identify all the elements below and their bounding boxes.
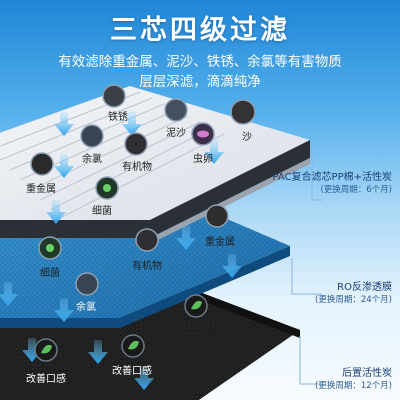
ro-layer-period: (更换周期：24个月) xyxy=(315,295,392,305)
label-ro-heavy-metal: 重金属 xyxy=(205,237,235,248)
label-heavy-metal: 重金属 xyxy=(26,184,56,195)
chlorine-icon xyxy=(80,124,104,148)
ro-organic-icon xyxy=(135,228,159,252)
heavy-metal-icon xyxy=(30,152,54,176)
ro-chlorine-icon xyxy=(75,272,99,296)
rust-icon xyxy=(102,84,126,108)
label-bacteria: 细菌 xyxy=(92,206,112,217)
sediment-icon xyxy=(230,99,256,125)
label-sediment: 沙 xyxy=(242,132,252,143)
post-carbon-layer-label: 后置活性炭 (更换周期：12个月) xyxy=(315,364,392,391)
ro-layer-label: RO反渗透膜 (更换周期：24个月) xyxy=(315,278,392,305)
label-worm-egg: 虫卵 xyxy=(193,154,213,165)
page-title: 三芯四级过滤 xyxy=(110,15,290,46)
contaminant-icons xyxy=(30,84,256,362)
pac-layer-label: PAC复合滤芯PP棉+活性炭 (更换周期：6个月) xyxy=(273,168,392,195)
worm-egg-shape xyxy=(197,130,209,138)
label-organic: 有机物 xyxy=(122,162,152,173)
layer-bracket-lines xyxy=(291,150,322,385)
bacteria-dot xyxy=(103,184,111,192)
flow-arrows xyxy=(0,112,242,390)
ro-layer-name: RO反渗透膜 xyxy=(337,282,392,293)
subtitle: 有效滤除重金属、泥沙、铁锈、余氯等有害物质 层层深滤，滴滴纯净 xyxy=(0,52,400,92)
ro-bacteria-dot xyxy=(46,244,54,252)
label-ro-chlorine: 余氯 xyxy=(76,302,96,313)
sand-icon xyxy=(164,98,188,122)
pac-layer-period: (更换周期：6个月) xyxy=(320,185,392,195)
label-ro-organic: 有机物 xyxy=(132,261,162,272)
label-chlorine: 余氯 xyxy=(82,154,102,165)
subtitle-line-1: 有效滤除重金属、泥沙、铁锈、余氯等有害物质 xyxy=(58,54,342,70)
subtitle-line-2: 层层深滤，滴滴纯净 xyxy=(139,74,261,90)
ro-heavy-metal-icon xyxy=(205,204,229,228)
label-sand: 泥沙 xyxy=(166,128,186,139)
label-taste-2: 改善口感 xyxy=(112,366,152,377)
post-carbon-layer-period: (更换周期：12个月) xyxy=(315,381,392,391)
organic-icon xyxy=(124,132,148,156)
pac-cotton-layer xyxy=(0,86,310,244)
label-ro-bacteria: 细菌 xyxy=(40,268,60,279)
label-taste-3: 改善口感 xyxy=(26,374,66,385)
post-carbon-layer-name: 后置活性炭 xyxy=(342,368,392,379)
label-rust: 铁锈 xyxy=(108,112,128,123)
pac-layer-name: PAC复合滤芯PP棉+活性炭 xyxy=(272,172,392,183)
label-taste-1: 改善口感 xyxy=(176,326,216,337)
